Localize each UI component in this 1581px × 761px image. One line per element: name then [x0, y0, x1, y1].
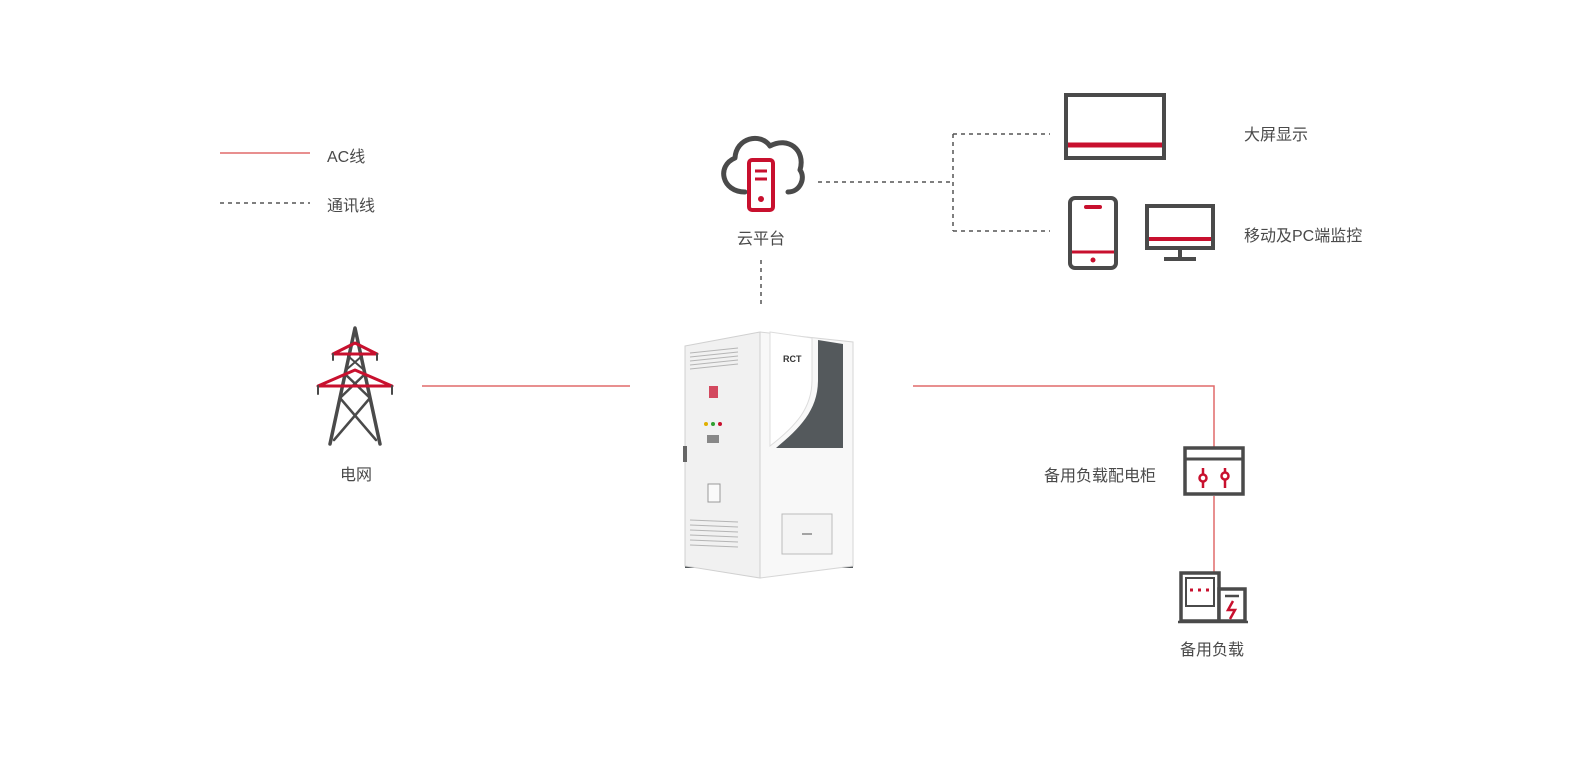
legend-comm-label: 通讯线: [327, 198, 376, 215]
cloud-icon: [721, 135, 805, 212]
grid-label: 电网: [340, 467, 373, 484]
large-screen-label: 大屏显示: [1244, 127, 1309, 144]
distribution-cabinet-icon: [1183, 446, 1245, 496]
mobile-phone-icon: [1068, 196, 1118, 270]
backup-load-icon: [1178, 571, 1248, 624]
legend-ac-label: AC线: [327, 149, 366, 166]
comm-lines: [760, 133, 1050, 308]
backup-cabinet-label: 备用负载配电柜: [1044, 468, 1157, 485]
power-tower-icon: [316, 326, 394, 446]
mobile-pc-label: 移动及PC端监控: [1244, 228, 1363, 245]
ac-lines: [422, 385, 1215, 572]
pc-monitor-icon: [1145, 204, 1215, 261]
storage-cabinet: [683, 331, 854, 579]
backup-load-label: 备用负载: [1180, 642, 1245, 659]
large-screen-icon: [1064, 93, 1166, 160]
device-brand-logo: RCT: [783, 354, 802, 364]
cloud-platform-label: 云平台: [737, 231, 786, 248]
